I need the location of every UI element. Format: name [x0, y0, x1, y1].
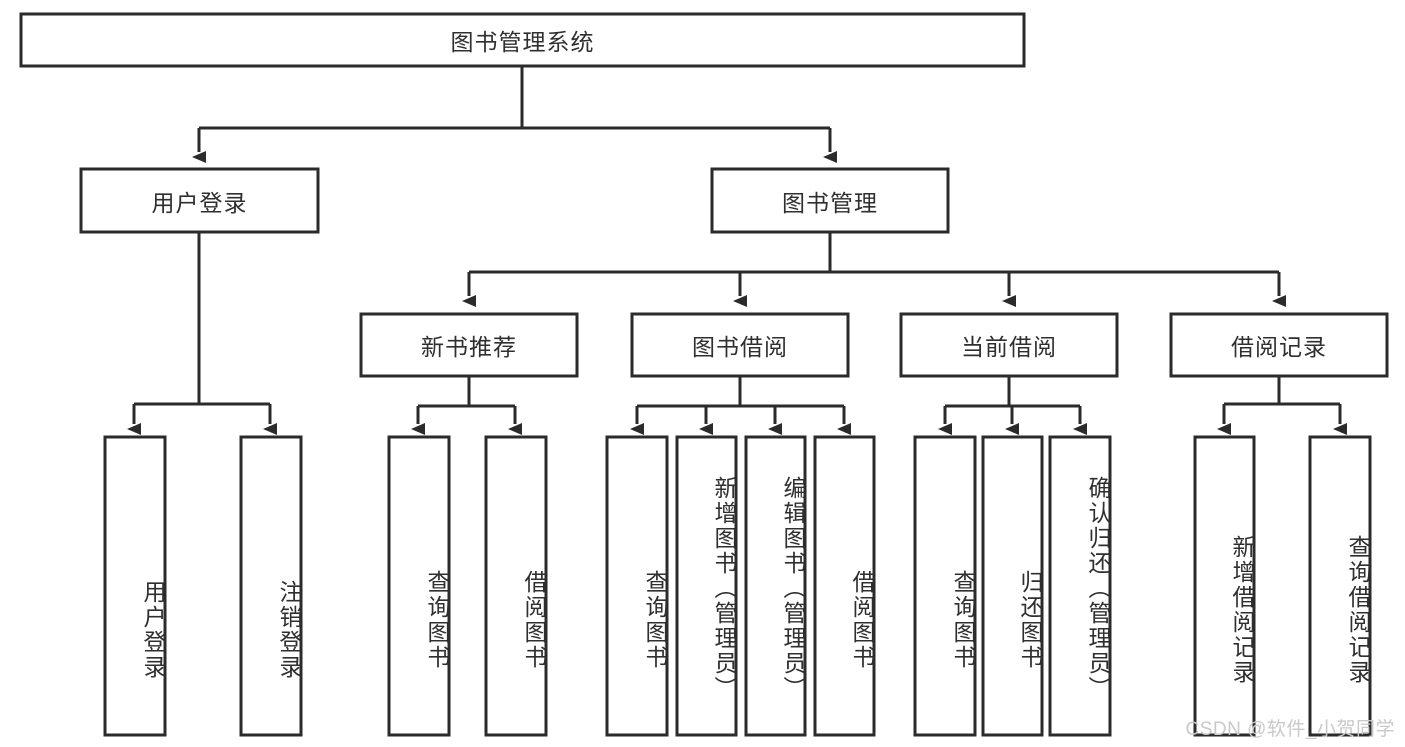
connector-group-book-manage [462, 232, 1286, 307]
node-current-borrow[interactable] [899, 312, 1119, 378]
node-book-borrow[interactable] [630, 312, 850, 378]
leaf-book-borrow-3[interactable] [813, 435, 876, 737]
leaf-current-borrow-2[interactable] [1048, 435, 1112, 737]
node-root[interactable] [19, 12, 1026, 68]
connector-group-new-book [411, 376, 522, 435]
connector-group-book-borrow [630, 376, 851, 435]
leaf-current-borrow-0[interactable] [913, 435, 977, 737]
leaf-new-book-1[interactable] [484, 435, 548, 737]
node-borrow-record[interactable] [1169, 312, 1389, 378]
leaf-book-borrow-2[interactable] [744, 435, 807, 737]
leaf-borrow-record-1[interactable] [1308, 435, 1372, 737]
leaf-user-login-0[interactable] [103, 435, 167, 737]
leaf-borrow-record-0[interactable] [1193, 435, 1256, 737]
node-book-manage[interactable] [710, 167, 950, 234]
node-user-login[interactable] [79, 167, 320, 234]
connector-group-user-login [127, 232, 277, 435]
connector-group-current-borrow [938, 376, 1087, 435]
leaf-new-book-0[interactable] [387, 435, 451, 737]
node-new-book[interactable] [359, 312, 579, 378]
leaf-book-borrow-0[interactable] [605, 435, 669, 737]
leaf-user-login-1[interactable] [239, 435, 303, 737]
connector-group-borrow-record [1217, 376, 1347, 435]
connector-group-root [192, 66, 837, 163]
leaf-book-borrow-1[interactable] [675, 435, 738, 737]
leaf-current-borrow-1[interactable] [981, 435, 1044, 737]
